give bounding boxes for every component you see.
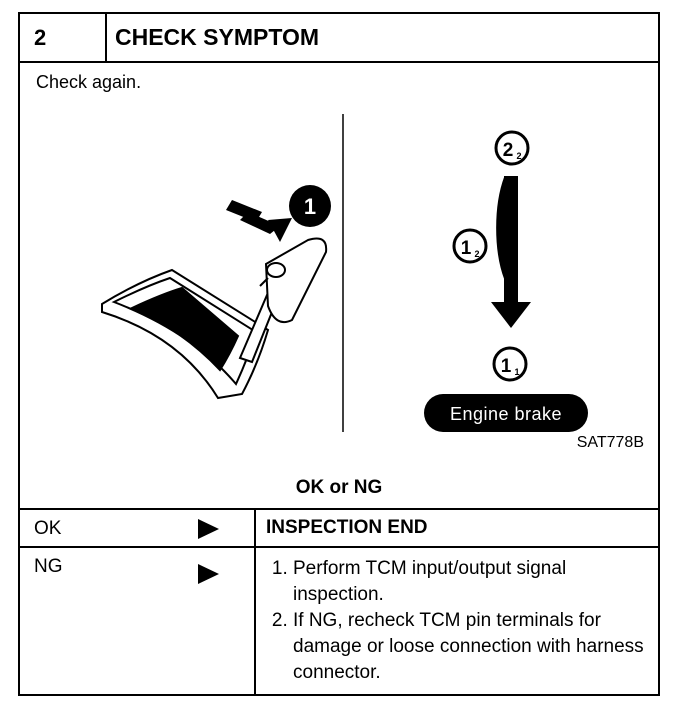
result-label-ok: OK — [34, 518, 62, 539]
ng-step-item: If NG, recheck TCM pin terminals for dam… — [293, 608, 648, 686]
step-number: 2 — [20, 14, 107, 61]
position-circle-top — [494, 130, 530, 166]
shift-lever-illustration: 1 2 2 1 2 1 1 Engine brake — [101, 114, 588, 432]
play-arrow-icon — [198, 564, 219, 584]
callout-circle-1 — [289, 185, 331, 227]
step-title: CHECK SYMPTOM — [115, 24, 320, 50]
result-table: OK INSPECTION END NG Perform TCM input/o… — [20, 508, 658, 696]
ng-step-list: Perform TCM input/output signal inspecti… — [266, 556, 648, 686]
result-action-ok: INSPECTION END — [266, 517, 428, 538]
position-sub-bottom: 1 — [514, 367, 519, 377]
position-label-middle: 1 — [461, 238, 472, 259]
position-label-top: 2 — [503, 140, 514, 161]
position-circle-middle — [452, 228, 488, 264]
result-row-ok: OK INSPECTION END — [20, 508, 658, 546]
instruction-text: Check again. — [36, 72, 142, 92]
result-label-ng: NG — [34, 556, 63, 577]
result-condition-cell: NG — [20, 548, 256, 696]
result-action-ng: Perform TCM input/output signal inspecti… — [266, 556, 648, 686]
callout-label-1: 1 — [304, 194, 316, 219]
result-condition-cell: OK — [20, 510, 256, 546]
shift-lever — [238, 237, 328, 364]
result-row-ng: NG Perform TCM input/output signal inspe… — [20, 546, 658, 696]
position-circle-bottom — [492, 346, 528, 382]
push-direction-arrow — [226, 200, 292, 242]
engine-brake-badge — [424, 394, 588, 432]
engine-brake-arc — [496, 176, 512, 280]
figure-code: SAT778B — [576, 434, 644, 451]
position-sub-middle: 2 — [474, 249, 479, 259]
engine-brake-label: Engine brake — [450, 404, 562, 424]
inspection-step-box: 2 CHECK SYMPTOM Check again. 1 — [18, 12, 660, 696]
result-heading: OK or NG — [295, 477, 383, 498]
down-arrow — [491, 176, 531, 328]
step-header: 2 CHECK SYMPTOM — [20, 14, 658, 63]
play-arrow-icon — [198, 519, 219, 539]
position-label-bottom: 1 — [501, 356, 512, 377]
position-sub-top: 2 — [516, 151, 521, 161]
ng-step-item: Perform TCM input/output signal inspecti… — [293, 556, 648, 608]
shift-gate-plate — [101, 268, 270, 400]
